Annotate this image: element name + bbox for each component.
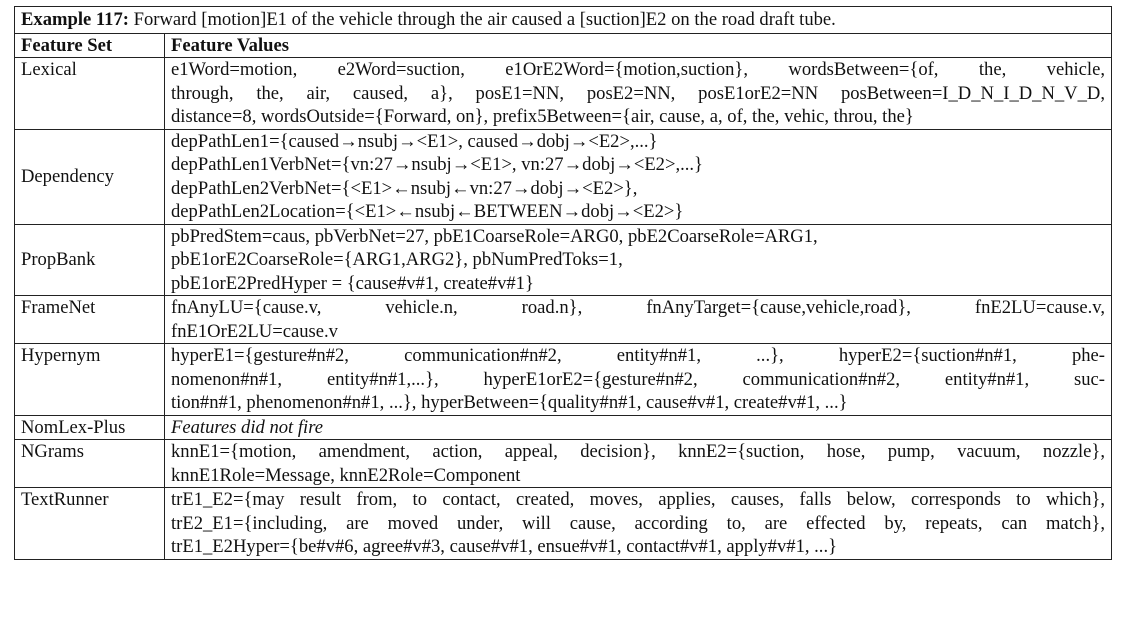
feature-set-name: NGrams <box>14 439 165 488</box>
feature-values: pbPredStem=caus, pbVerbNet=27, pbE1Coars… <box>164 223 1112 296</box>
feature-table: Example 117: Forward [motion]E1 of the v… <box>14 6 1112 560</box>
value-line: knnE1Role=Message, knnE2Role=Component <box>171 464 521 486</box>
value-line: distance=8, wordsOutside={Forward, on}, … <box>171 106 914 127</box>
feature-set-name: TextRunner <box>14 487 165 560</box>
value-line: through, the, air, caused, a}, posE1=NN,… <box>171 82 1105 104</box>
value-line: depPathLen2Location={<E1>←nsubj←BETWEEN→… <box>171 201 684 222</box>
value-line: depPathLen1={caused→nsubj→<E1>, caused→d… <box>171 130 658 152</box>
value-line: fnAnyLU={cause.v, vehicle.n, road.n}, fn… <box>171 297 1105 318</box>
header-row: Feature Set Feature Values <box>14 32 1112 58</box>
feature-values: trE1_E2={may result from, to contact, cr… <box>164 487 1112 560</box>
value-line: pbE1orE2CoarseRole={ARG1,ARG2}, pbNumPre… <box>171 249 623 270</box>
feature-values-header: Feature Values <box>164 32 1112 58</box>
value-line: fnE1OrE2LU=cause.v <box>171 320 338 342</box>
feature-values: Features did not fire <box>164 414 1112 440</box>
table-row: NGrams knnE1={motion, amendment, action,… <box>14 439 1112 488</box>
feature-set-name: Hypernym <box>14 343 165 416</box>
feature-set-name: Dependency <box>14 128 165 225</box>
value-line: e1Word=motion, e2Word=suction, e1OrE2Wor… <box>171 59 1105 80</box>
feature-values: e1Word=motion, e2Word=suction, e1OrE2Wor… <box>164 57 1112 130</box>
value-line: pbPredStem=caus, pbVerbNet=27, pbE1Coars… <box>171 225 818 247</box>
value-line: Features did not fire <box>171 416 323 438</box>
table-row: NomLex-Plus Features did not fire <box>14 414 1112 440</box>
value-line: trE1_E2={may result from, to contact, cr… <box>171 489 1105 510</box>
value-line: hyperE1={gesture#n#2, communication#n#2,… <box>171 345 1105 366</box>
example-title: Example 117: Forward [motion]E1 of the v… <box>14 6 1112 34</box>
example-table-container: Example 117: Forward [motion]E1 of the v… <box>14 6 1112 560</box>
feature-values: hyperE1={gesture#n#2, communication#n#2,… <box>164 343 1112 416</box>
table-row: TextRunner trE1_E2={may result from, to … <box>14 487 1112 560</box>
feature-values: knnE1={motion, amendment, action, appeal… <box>164 439 1112 488</box>
value-line: knnE1={motion, amendment, action, appeal… <box>171 441 1105 462</box>
example-sentence: Forward [motion]E1 of the vehicle throug… <box>133 9 836 30</box>
value-line: nomenon#n#1, entity#n#1,...}, hyperE1orE… <box>171 368 1105 390</box>
value-line: tion#n#1, phenomenon#n#1, ...}, hyperBet… <box>171 392 848 413</box>
feature-set-name: NomLex-Plus <box>14 414 165 440</box>
value-line: depPathLen1VerbNet={vn:27→nsubj→<E1>, vn… <box>171 154 703 175</box>
table-row: FrameNet fnAnyLU={cause.v, vehicle.n, ro… <box>14 295 1112 344</box>
table-row: Dependency depPathLen1={caused→nsubj→<E1… <box>14 128 1112 225</box>
feature-set-name: Lexical <box>14 57 165 130</box>
value-line: pbE1orE2PredHyper = {cause#v#1, create#v… <box>171 272 534 294</box>
feature-set-header: Feature Set <box>14 32 165 58</box>
feature-values: fnAnyLU={cause.v, vehicle.n, road.n}, fn… <box>164 295 1112 344</box>
value-line: trE1_E2Hyper={be#v#6, agree#v#3, cause#v… <box>171 536 838 557</box>
feature-set-name: PropBank <box>14 223 165 296</box>
table-row: Hypernym hyperE1={gesture#n#2, communica… <box>14 343 1112 416</box>
table-row: Lexical e1Word=motion, e2Word=suction, e… <box>14 57 1112 130</box>
value-line: depPathLen2VerbNet={<E1>←nsubj←vn:27→dob… <box>171 177 638 199</box>
example-title-row: Example 117: Forward [motion]E1 of the v… <box>14 6 1112 34</box>
table-row: PropBank pbPredStem=caus, pbVerbNet=27, … <box>14 223 1112 296</box>
feature-set-name: FrameNet <box>14 295 165 344</box>
feature-values: depPathLen1={caused→nsubj→<E1>, caused→d… <box>164 128 1112 225</box>
value-line: trE2_E1={including, are moved under, wil… <box>171 512 1105 534</box>
example-label: Example 117: <box>21 9 129 30</box>
